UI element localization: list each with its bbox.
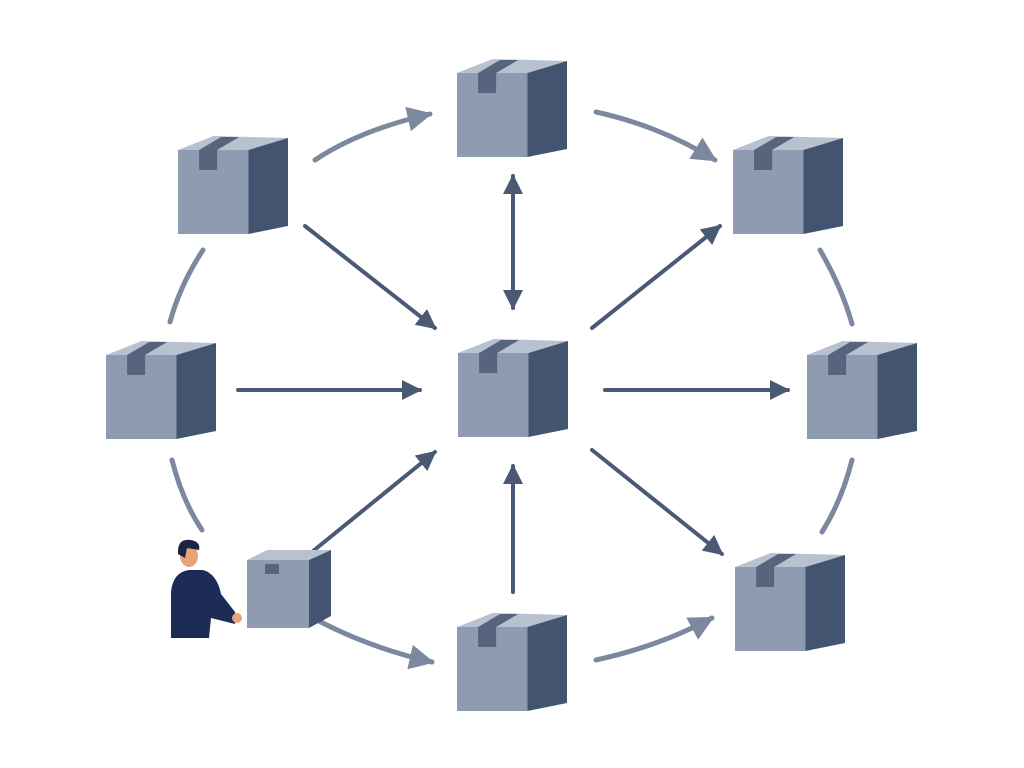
- box-side-face: [528, 341, 568, 437]
- box-tape-front: [478, 73, 497, 93]
- box-side-face: [803, 138, 843, 234]
- edge-upper-right-to-right: [817, 247, 855, 327]
- node-bottom: [457, 613, 567, 711]
- box-tape-front: [478, 627, 497, 647]
- box-tape-front: [754, 150, 773, 170]
- node-center: [458, 339, 568, 437]
- node-lower-right: [735, 553, 845, 651]
- box-tape-top: [756, 554, 797, 567]
- edge-center-to-upper-right: [590, 224, 722, 330]
- box-tape-front: [199, 150, 218, 170]
- box-side-face: [248, 138, 288, 234]
- box-side-face: [805, 555, 845, 651]
- package-box-icon: [807, 341, 917, 439]
- person-hair: [177, 539, 200, 558]
- box-tape-top: [199, 137, 240, 150]
- edge-upper-left-to-left: [167, 247, 206, 325]
- edge-top-to-upper-right: [593, 109, 718, 163]
- box-tape-front: [479, 353, 498, 373]
- edge-bottom-to-lower-right: [593, 615, 715, 663]
- box-tape-top: [478, 614, 519, 627]
- edge-upper-left-to-center: [303, 224, 437, 330]
- box-side-face: [527, 615, 567, 711]
- node-left: [106, 341, 216, 439]
- held-box-side: [309, 550, 331, 628]
- package-box-icon: [106, 341, 216, 439]
- node-top: [457, 59, 567, 157]
- edge-lower-left-to-center: [305, 450, 437, 558]
- package-box-icon: [733, 136, 843, 234]
- edge-left-to-lower-left: [169, 457, 205, 533]
- person-holding-box-icon: [171, 539, 331, 638]
- package-box-icon: [458, 339, 568, 437]
- nodes: [106, 59, 917, 711]
- box-side-face: [176, 343, 216, 439]
- box-tape-front: [756, 567, 775, 587]
- box-tape-top: [127, 342, 168, 355]
- box-tape-top: [754, 137, 795, 150]
- box-side-face: [877, 343, 917, 439]
- package-box-icon: [735, 553, 845, 651]
- package-box-icon: [457, 613, 567, 711]
- box-tape-top: [479, 340, 520, 353]
- box-side-face: [527, 61, 567, 157]
- edge-right-to-lower-right: [819, 457, 855, 535]
- node-right: [807, 341, 917, 439]
- straight-arrows: [236, 174, 790, 594]
- edge-lower-left-to-bottom: [314, 617, 435, 670]
- node-lower-left: [171, 539, 331, 638]
- person-hand: [232, 613, 242, 623]
- package-box-icon: [178, 136, 288, 234]
- node-upper-right: [733, 136, 843, 234]
- box-tape-top: [478, 60, 519, 73]
- node-upper-left: [178, 136, 288, 234]
- held-box-top: [247, 550, 331, 560]
- package-box-icon: [457, 59, 567, 157]
- person-body: [171, 570, 235, 638]
- edge-center-to-lower-right: [590, 448, 724, 556]
- box-tape-front: [828, 355, 847, 375]
- edge-upper-left-to-top: [312, 106, 433, 163]
- box-tape-front: [127, 355, 146, 375]
- box-tape-top: [828, 342, 869, 355]
- outer-ring-connectors: [167, 106, 855, 670]
